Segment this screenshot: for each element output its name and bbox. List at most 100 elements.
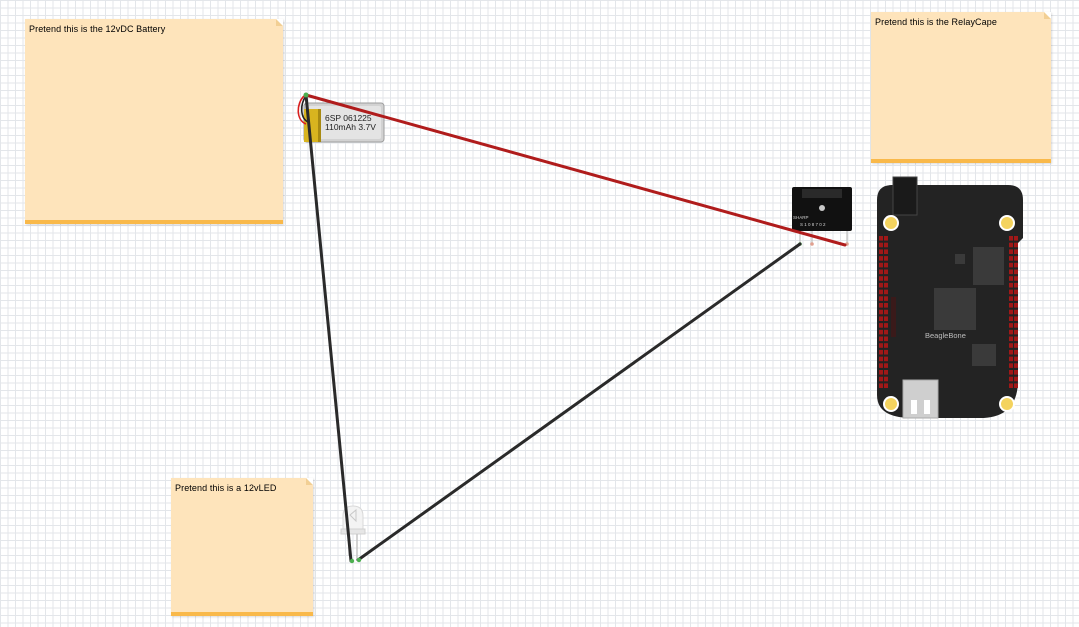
header-pin [884, 269, 888, 275]
header-pin [1014, 269, 1018, 275]
header-pin [1014, 383, 1018, 388]
mount-hole [999, 396, 1015, 412]
wire-red[interactable] [304, 93, 847, 247]
header-pin [1014, 329, 1018, 335]
header-pin [1009, 336, 1013, 342]
header-pin [1009, 249, 1013, 254]
header-pin [1014, 242, 1018, 248]
battery-label-line1: 6SP 061225 [325, 113, 372, 123]
header-pin [1014, 303, 1018, 308]
header-pin [1014, 370, 1018, 375]
note-led-text: Pretend this is a 12vLED [175, 483, 277, 493]
header-pin [1009, 262, 1013, 268]
header-pin [879, 323, 883, 328]
header-pin [1009, 296, 1013, 301]
header-pin [884, 256, 888, 261]
header-pin [1009, 383, 1013, 388]
header-pin [1009, 269, 1013, 275]
header-pin [1014, 343, 1018, 348]
header-pin [1014, 349, 1018, 355]
header-pin [879, 329, 883, 335]
relay-brand-label: SHARP [793, 215, 809, 220]
header-pin [1014, 376, 1018, 382]
header-pin [879, 336, 883, 342]
header-pin [1009, 309, 1013, 315]
note-led[interactable]: Pretend this is a 12vLED [171, 478, 313, 616]
relay-component[interactable]: SHARP S 1 0 8 7 0 2 [792, 187, 852, 246]
mount-hole [999, 215, 1015, 231]
note-relay-cape[interactable]: Pretend this is the RelayCape [871, 12, 1051, 163]
header-pin [879, 343, 883, 348]
header-pin [879, 349, 883, 355]
header-pin [1014, 249, 1018, 254]
header-pin [879, 289, 883, 295]
header-pin [1014, 262, 1018, 268]
wire-endpoint[interactable] [303, 92, 309, 98]
header-pin [1009, 236, 1013, 241]
led[interactable] [340, 505, 366, 560]
header-pin [1014, 256, 1018, 261]
header-pin [1009, 289, 1013, 295]
header-pin [879, 296, 883, 301]
header-pin [1009, 343, 1013, 348]
board-label: BeagleBone [925, 331, 966, 340]
header-pin [1014, 323, 1018, 328]
header-pin [884, 349, 888, 355]
header-pin [884, 343, 888, 348]
wire-black-led-relay[interactable] [356, 242, 802, 562]
header-pin [1009, 282, 1013, 288]
header-pin [884, 370, 888, 375]
header-pin [1014, 356, 1018, 362]
header-pin [884, 376, 888, 382]
header-pin [884, 303, 888, 308]
header-pin [884, 383, 888, 388]
header-pin [1009, 329, 1013, 335]
header-pin [1014, 296, 1018, 301]
note-relay-cape-text: Pretend this is the RelayCape [875, 17, 997, 27]
header-pin [1009, 303, 1013, 308]
header-pin [884, 242, 888, 248]
header-pin [884, 236, 888, 241]
note-fold [1044, 12, 1051, 19]
header-pin [1009, 376, 1013, 382]
battery-label-line2: 110mAh 3.7V [325, 122, 376, 132]
header-pin [1009, 242, 1013, 248]
beaglebone-board[interactable]: BeagleBone [877, 176, 1023, 419]
header-pin [879, 282, 883, 288]
header-pin [1014, 276, 1018, 281]
header-pin [879, 363, 883, 368]
header-pin [879, 269, 883, 275]
header-pin [1009, 363, 1013, 368]
header-pin [1009, 349, 1013, 355]
header-pin [1009, 316, 1013, 321]
header-pin [1014, 316, 1018, 321]
header-pin [1014, 282, 1018, 288]
header-pin [884, 282, 888, 288]
header-pin [884, 316, 888, 321]
header-pin [1009, 323, 1013, 328]
wire-black-battery-led[interactable] [304, 93, 353, 563]
header-right-pins [1009, 236, 1018, 388]
header-pin [884, 276, 888, 281]
header-pin [884, 309, 888, 315]
header-pin [884, 323, 888, 328]
header-pin [879, 256, 883, 261]
header-pin [879, 370, 883, 375]
note-fold [306, 478, 313, 485]
header-pin [1014, 309, 1018, 315]
header-left-pins [879, 236, 888, 388]
header-pin [879, 249, 883, 254]
header-pin [884, 363, 888, 368]
header-pin [879, 262, 883, 268]
header-pin [884, 336, 888, 342]
header-pin [879, 316, 883, 321]
header-pin [884, 356, 888, 362]
header-pin [1009, 256, 1013, 261]
note-fold [276, 19, 283, 26]
wire-endpoint[interactable] [356, 557, 362, 563]
header-pin [884, 296, 888, 301]
note-battery[interactable]: Pretend this is the 12vDC Battery [25, 19, 283, 224]
header-pin [879, 356, 883, 362]
wire-endpoint[interactable] [349, 558, 355, 564]
